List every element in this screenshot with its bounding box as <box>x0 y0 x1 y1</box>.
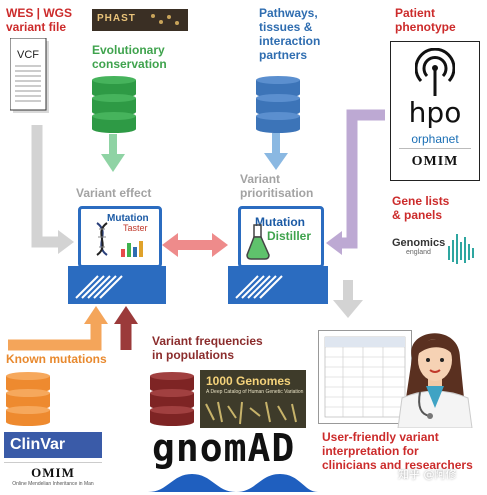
variant-prio-line1: Variant <box>240 172 281 186</box>
thousand-genomes-logo: 1000 Genomes A Deep Catalog of Human Gen… <box>200 370 306 428</box>
evolutionary-conservation-label: Evolutionary conservation <box>92 43 167 71</box>
phast-logo-text: PHAST <box>97 13 136 24</box>
vcf-text: VCF <box>17 49 39 61</box>
pathways-label: Pathways, tissues & interaction partners <box>259 6 320 62</box>
mutation-taster-monitor: Mutation Taster <box>78 206 162 268</box>
user-friendly-line2: interpretation for <box>322 444 419 458</box>
wes-wgs-line1: WES | WGS <box>6 6 73 20</box>
known-mutations-label: Known mutations <box>6 352 107 366</box>
gnomad-wave-icon <box>148 474 318 492</box>
variant-prioritisation-label: Variant prioritisation <box>240 172 313 200</box>
evolutionary-line2: conservation <box>92 57 167 71</box>
omim-bottom-text: OMIM <box>31 465 75 480</box>
maroon-arrowhead <box>114 306 138 324</box>
phast-logo: PHAST <box>92 9 188 31</box>
green-arrowhead <box>101 154 125 172</box>
orphanet-text: orphanet <box>411 132 459 146</box>
phenotype-to-distiller-arrow <box>340 109 385 249</box>
mutation-taster-computer: Mutation Taster <box>68 200 166 306</box>
mutation-distiller-base <box>228 266 328 304</box>
gnomad-logo: gnomAD <box>148 426 318 492</box>
maroon-database-icon <box>150 372 194 426</box>
omim-bottom-subtext: Online Mendelian Inheritance in Man <box>12 481 94 487</box>
green-arrow-shaft <box>109 134 117 156</box>
variant-prio-line2: prioritisation <box>240 186 314 200</box>
chromosome-pattern <box>205 401 297 425</box>
user-friendly-line3: clinicians and researchers <box>322 458 473 472</box>
genomics-england-text: Genomics <box>392 237 446 249</box>
patient-line2: phenotype <box>395 20 456 34</box>
wes-wgs-label: WES | WGS variant file <box>6 6 72 34</box>
known-mutations-arrow <box>8 322 102 351</box>
thousand-genomes-subtext: A Deep Catalog of Human Genetic Variatio… <box>206 389 304 395</box>
dna-helix-icon <box>96 222 143 257</box>
omim-top-text: OMIM <box>411 154 459 169</box>
mutation-distiller-monitor: Mutation Distiller <box>238 206 324 268</box>
hpo-text: hpo <box>408 96 462 129</box>
clinvar-logo: ClinVar <box>4 432 102 458</box>
gray-output-shaft <box>343 280 353 302</box>
genomics-bars-icon <box>448 234 474 264</box>
vcf-to-variant-effect-arrow <box>31 125 60 248</box>
orange-arrowhead <box>84 306 108 324</box>
mutation-distiller-computer: Mutation Distiller <box>228 200 328 306</box>
pathways-line3: interaction <box>259 34 321 48</box>
gene-lists-label: Gene lists & panels <box>392 194 449 222</box>
clinician-illustration <box>397 333 473 428</box>
genomics-england-subtext: england <box>406 249 431 256</box>
pathways-line2: tissues & <box>259 20 313 34</box>
gene-lists-line1: Gene lists <box>392 194 450 208</box>
gray-output-arrowhead <box>333 300 363 318</box>
flask-icon <box>246 224 270 260</box>
vcf-document-icon: VCF <box>9 37 50 114</box>
variant-freq-line2: in populations <box>152 348 234 362</box>
user-friendly-line1: User-friendly variant <box>322 430 439 444</box>
purple-arrowhead <box>326 231 342 255</box>
gnomad-text: gnomAD <box>152 426 296 470</box>
thousand-genomes-text: 1000 Genomes <box>206 374 291 388</box>
mutation-taster-subtitle: Taster <box>123 223 148 233</box>
user-friendly-label: User-friendly variant interpretation for… <box>322 430 473 472</box>
gene-lists-line2: & panels <box>392 208 443 222</box>
card-divider <box>399 148 471 149</box>
orange-database-icon <box>6 372 50 426</box>
genomics-england-logo: Genomics england <box>392 232 482 266</box>
mutation-distiller-subtitle: Distiller <box>267 229 312 243</box>
mutation-taster-base <box>68 266 166 304</box>
evolutionary-line1: Evolutionary <box>92 43 165 57</box>
variant-report-document <box>318 330 412 424</box>
patient-phenotype-label: Patient phenotype <box>395 6 456 34</box>
mutation-distiller-title: Mutation <box>255 215 305 229</box>
variant-effect-label: Variant effect <box>76 186 152 200</box>
green-database-icon <box>92 76 136 133</box>
hpo-signal-icon <box>415 48 455 96</box>
watermark: 知乎 @阿修 <box>398 468 457 481</box>
variant-freq-line1: Variant frequencies <box>152 334 263 348</box>
patient-line1: Patient <box>395 6 436 20</box>
mutation-taster-title: Mutation <box>107 213 149 224</box>
blue-arrow-shaft <box>272 133 280 155</box>
omim-bottom-logo: OMIM Online Mendelian Inheritance in Man <box>4 462 102 491</box>
clinvar-text: ClinVar <box>10 436 66 453</box>
vcf-arrowhead <box>58 230 74 254</box>
phenotype-sources-card: hpo orphanet OMIM <box>390 41 480 181</box>
blue-arrowhead <box>264 153 288 170</box>
blue-database-icon <box>256 76 300 133</box>
pathways-line4: partners <box>259 48 308 62</box>
pathways-line1: Pathways, <box>259 6 318 20</box>
pink-double-arrow <box>162 233 228 257</box>
wes-wgs-line2: variant file <box>6 20 67 34</box>
variant-frequencies-label: Variant frequencies in populations <box>152 334 263 362</box>
